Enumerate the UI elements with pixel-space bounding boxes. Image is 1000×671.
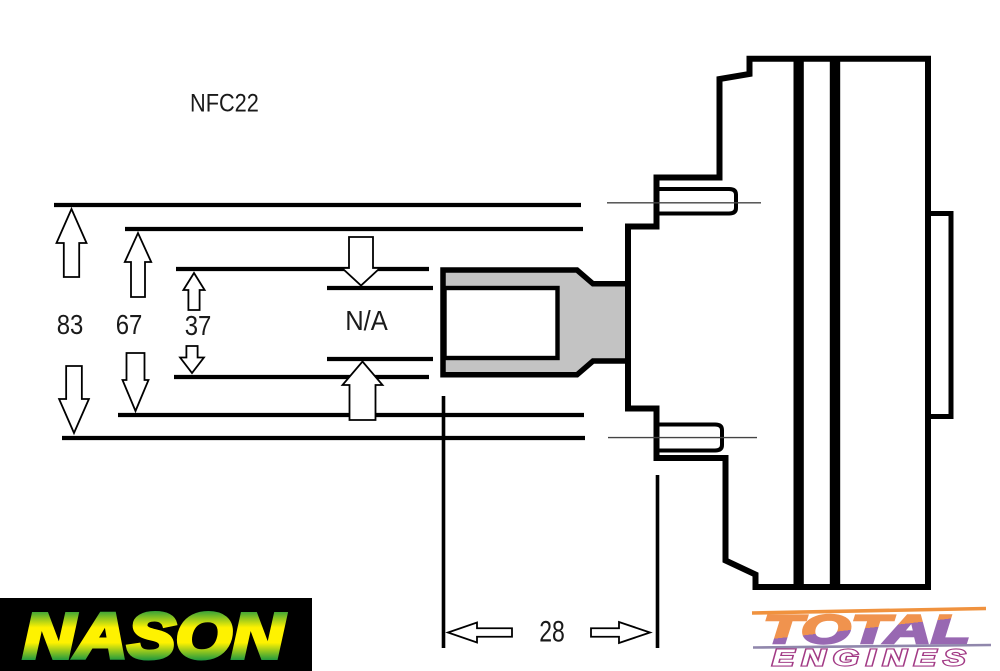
svg-text:37: 37 (185, 312, 212, 342)
svg-text:NFC22: NFC22 (190, 89, 259, 117)
svg-text:N/A: N/A (345, 305, 388, 336)
svg-text:28: 28 (539, 615, 565, 648)
svg-text:NASON: NASON (23, 601, 286, 671)
svg-text:83: 83 (57, 311, 84, 341)
svg-text:ENGINES: ENGINES (772, 645, 973, 671)
svg-text:67: 67 (116, 311, 143, 341)
